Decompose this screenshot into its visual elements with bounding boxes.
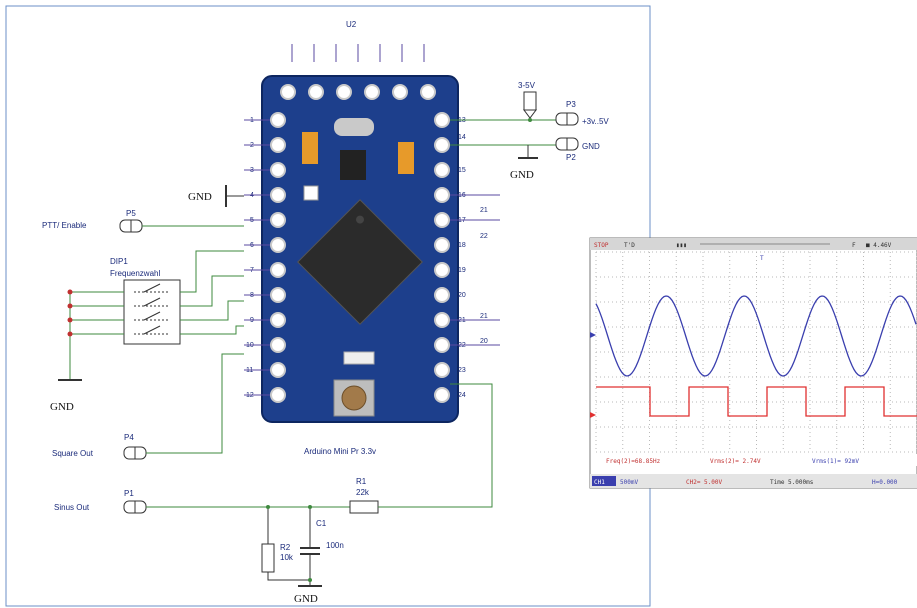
svg-text:21: 21 (480, 313, 488, 320)
svg-text:GND: GND (294, 593, 318, 605)
svg-text:18: 18 (458, 242, 466, 249)
svg-text:C1: C1 (316, 519, 327, 528)
capacitor-left (302, 132, 318, 164)
svg-text:21: 21 (480, 207, 488, 214)
gnd-label-dip: GND (50, 401, 74, 413)
svg-text:14: 14 (458, 134, 466, 141)
svg-text:19: 19 (458, 267, 466, 274)
scope-header-0: STOP (594, 242, 609, 249)
svg-text:R2: R2 (280, 543, 291, 552)
connector-p1-filter: P1 Sinus Out R1 22k R2 10k C1 100n GND (54, 383, 493, 605)
svg-text:P5: P5 (126, 209, 136, 218)
measure-vrms2: Vrms(2)= 2.74V (710, 458, 761, 465)
svg-text:20: 20 (480, 338, 488, 345)
svg-text:R1: R1 (356, 477, 367, 486)
status-ch1-scale: 500mV (620, 479, 638, 486)
svg-text:3-5V: 3-5V (518, 81, 536, 90)
measure-vrms1: Vrms(1)= 92mV (812, 458, 859, 465)
ch1-marker (590, 332, 596, 338)
measure-freq: Freq(2)=68.85Hz (606, 458, 661, 465)
status-h: H=0.000 (872, 479, 898, 486)
svg-text:10k: 10k (280, 553, 294, 562)
scope-grid (595, 251, 917, 453)
arduino-pro-mini-board (261, 75, 459, 423)
right-net-labels: 21 22 21 20 (480, 207, 488, 345)
scope-header-1: T'D (624, 242, 635, 249)
gnd-pin4: GND (188, 185, 244, 207)
svg-text:P1: P1 (124, 489, 134, 498)
svg-text:24: 24 (458, 392, 466, 399)
scope-header-3: F (852, 242, 856, 249)
scope-header-2: ▮▮▮ (676, 242, 687, 249)
ch2-marker (590, 412, 596, 418)
gnd-label-right: GND (510, 169, 534, 181)
svg-text:Square Out: Square Out (52, 449, 94, 458)
module-caption: Arduino Mini Pr 3.3v (304, 447, 376, 456)
crystal (334, 118, 374, 136)
svg-text:PTT/ Enable: PTT/ Enable (42, 221, 87, 230)
voltage-regulator (340, 150, 366, 180)
svg-text:20: 20 (458, 292, 466, 299)
svg-text:15: 15 (458, 167, 466, 174)
status-ch2: CH2= 5.00V (686, 479, 723, 486)
capacitor-right (398, 142, 414, 174)
p2-label: GND (582, 142, 600, 151)
svg-text:Frequenzwahl: Frequenzwahl (110, 269, 160, 278)
svg-text:22: 22 (480, 233, 488, 240)
trigger-marker: T (760, 255, 764, 262)
ch1-sine-trace (595, 295, 917, 377)
p3-ref: P3 (566, 100, 576, 109)
svg-text:22k: 22k (356, 488, 370, 497)
connector-p4: P4 Square Out (52, 353, 244, 460)
svg-text:Sinus Out: Sinus Out (54, 503, 90, 512)
atmega-chip (297, 199, 423, 325)
oscilloscope-capture: STOP T'D ▮▮▮ F ■ 4.46V T Freq(2)=68.85Hz… (589, 237, 917, 489)
svg-text:P4: P4 (124, 433, 134, 442)
svg-text:DIP1: DIP1 (110, 257, 128, 266)
p3-label: +3v..5V (582, 117, 609, 126)
supply-section: 3-5V P3 +3v..5V GND P2 GND (450, 81, 609, 181)
status-ch1: CH1 (594, 479, 605, 486)
status-time: Time 5.000ms (770, 479, 814, 486)
module-ref-label: U2 (346, 20, 357, 29)
svg-text:23: 23 (458, 367, 466, 374)
top-header-pins (291, 44, 425, 62)
svg-text:GND: GND (188, 191, 212, 203)
svg-text:100n: 100n (326, 541, 344, 550)
dip-switch: DIP1 Frequenzwahl G (50, 250, 244, 413)
p2-ref: P2 (566, 153, 576, 162)
scope-header-4: ■ 4.46V (866, 242, 892, 249)
ch2-square-trace (596, 386, 917, 417)
connector-p5: P5 PTT/ Enable (42, 209, 244, 233)
